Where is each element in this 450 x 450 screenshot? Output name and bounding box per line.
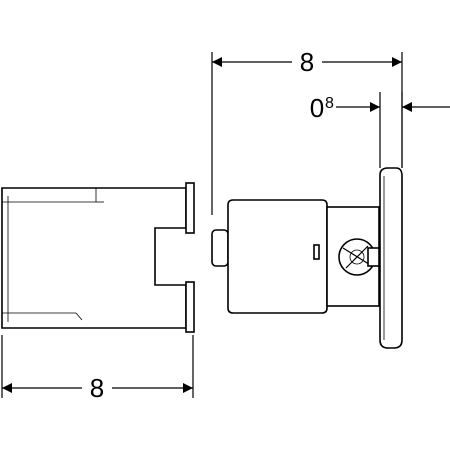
valve-body-component	[211, 167, 403, 349]
offset-dimension-prefix: 0	[310, 93, 324, 123]
bottom-dimension: 8	[1, 335, 194, 403]
top-dimension-label: 8	[300, 47, 314, 77]
offset-dimension-suffix: 8	[325, 95, 334, 112]
bottom-dimension-label: 8	[90, 373, 104, 403]
top-dimension: 8	[211, 47, 403, 215]
offset-dimension: 0 8	[310, 92, 450, 168]
sleeve-component	[1, 182, 195, 333]
